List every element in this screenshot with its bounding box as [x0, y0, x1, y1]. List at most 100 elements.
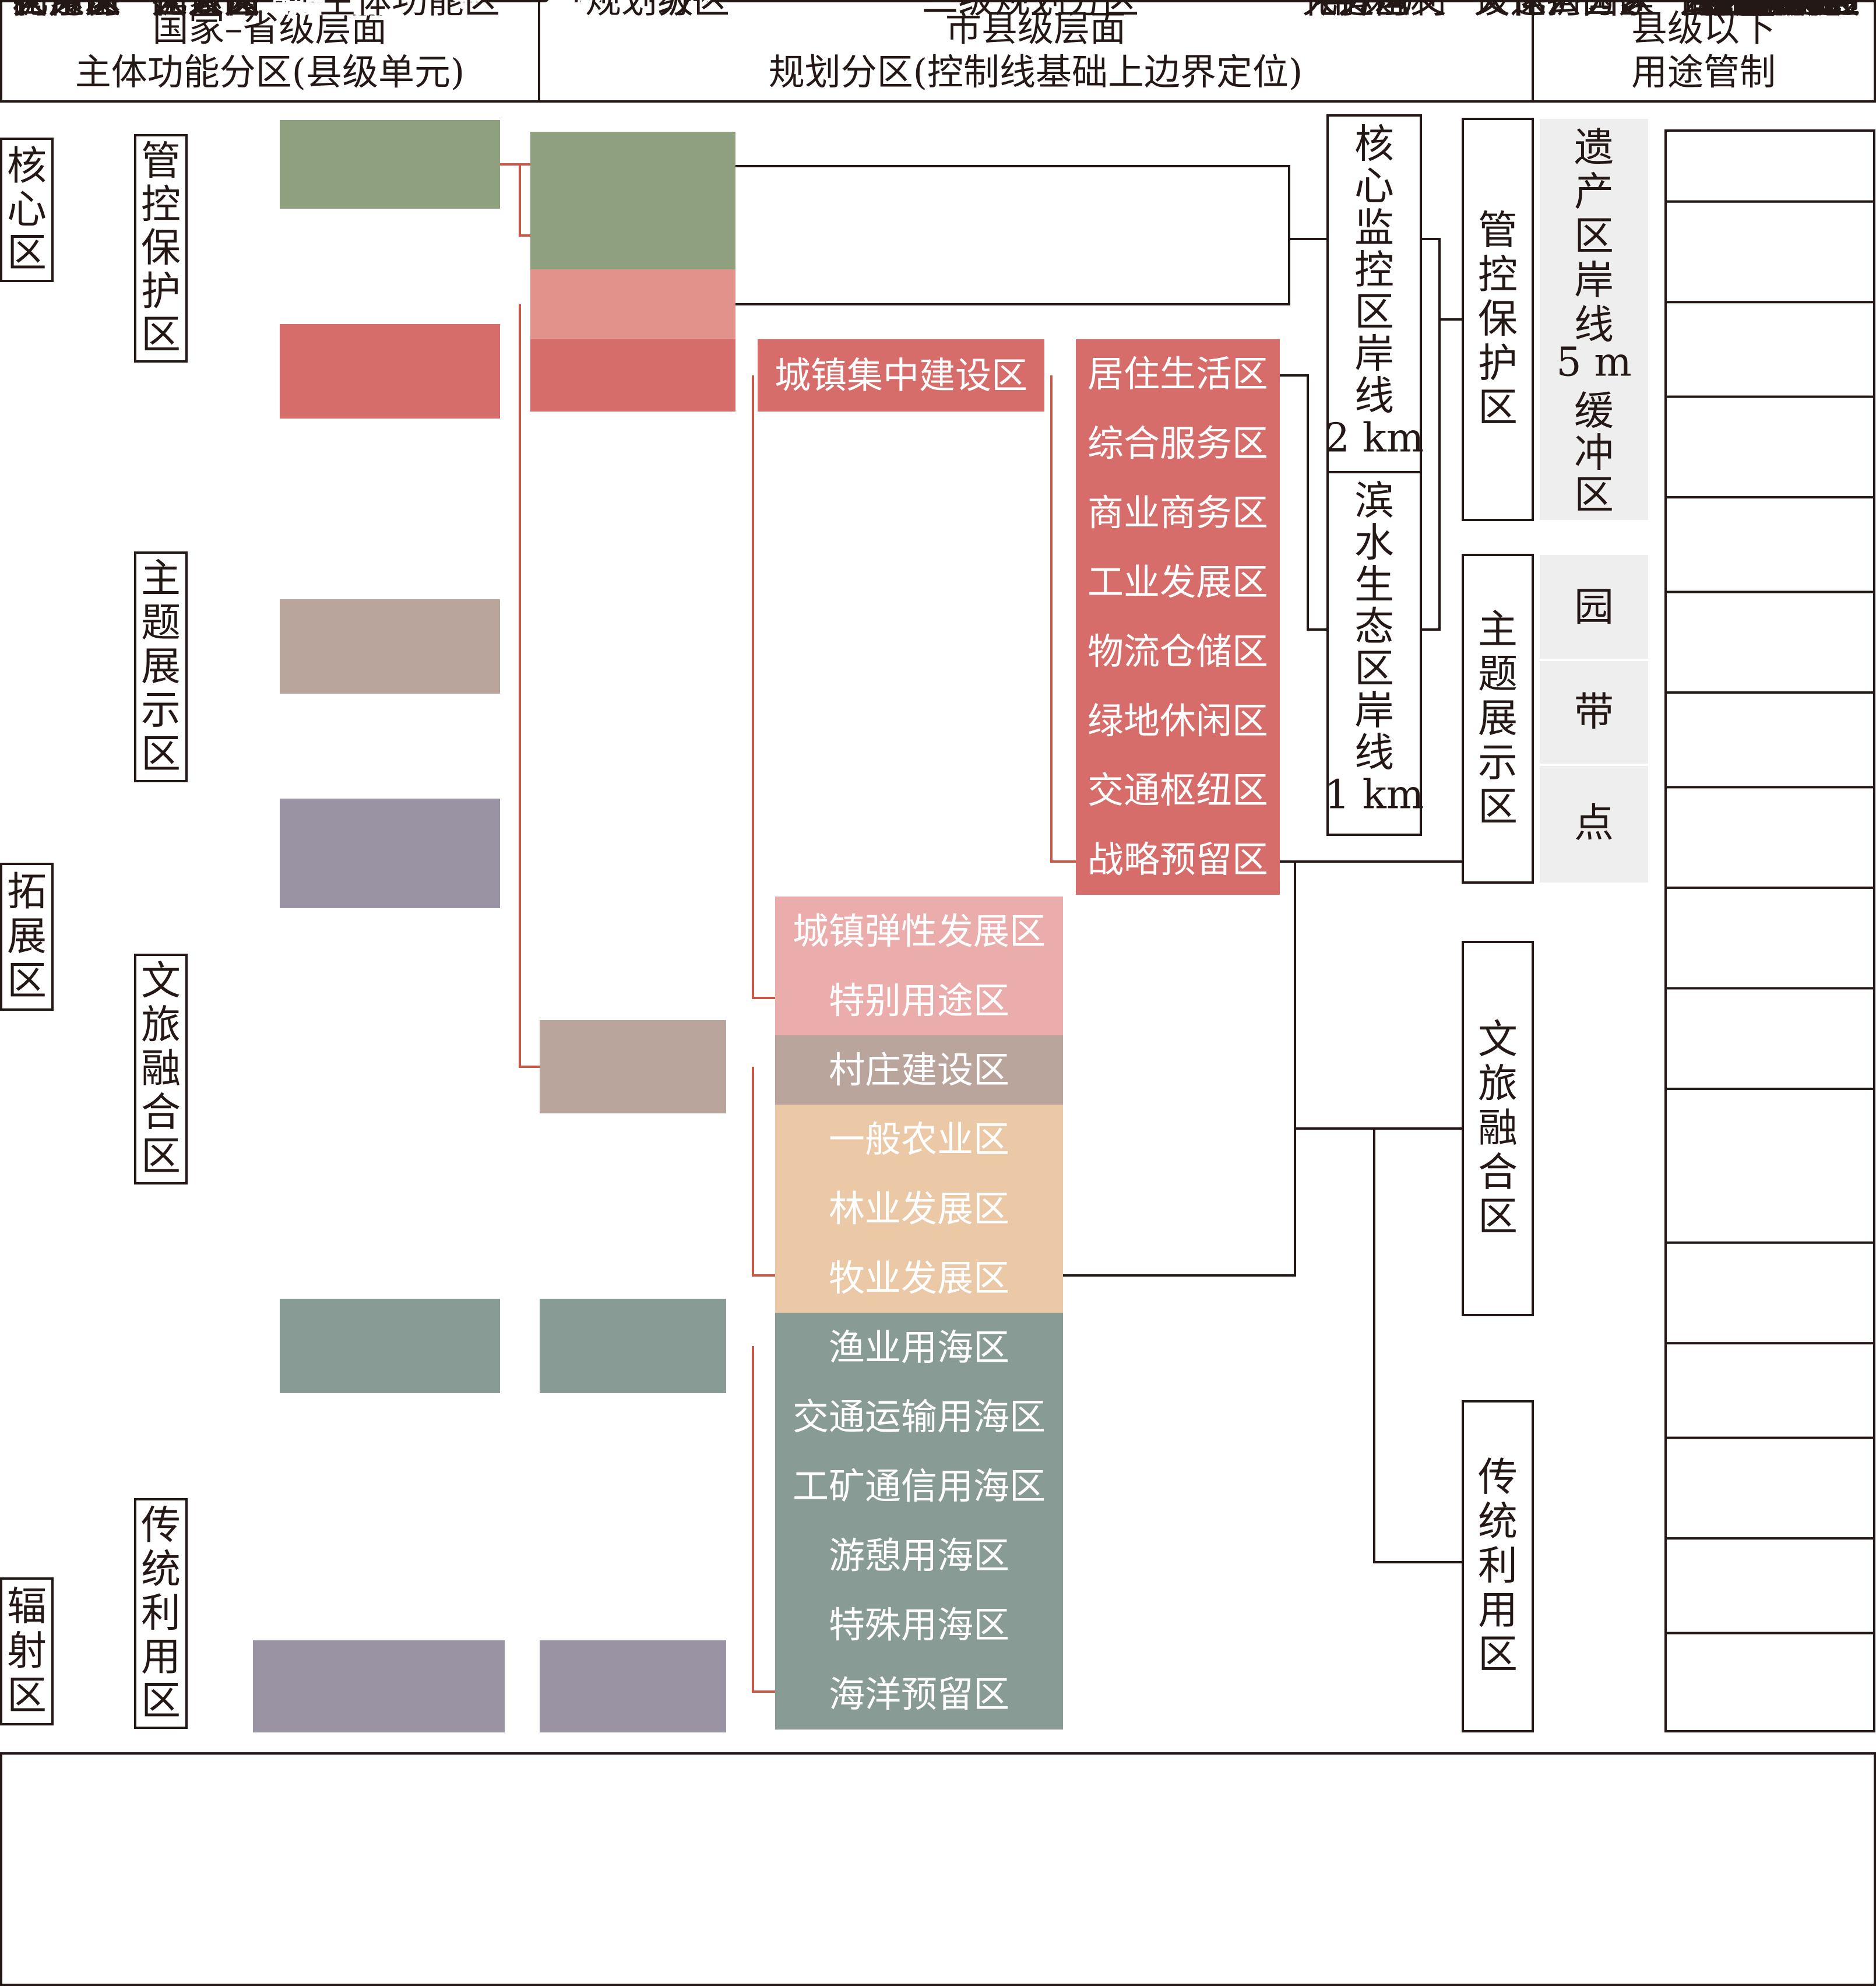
footer.6-line: 设保护分区 — [1474, 0, 1655, 22]
link-park-2-to-main-1 — [186, 371, 280, 1068]
trunk-town-dev-to-special — [752, 375, 775, 999]
central-subzone — [1076, 617, 1280, 687]
footer.5-line: 分区 — [1338, 0, 1410, 22]
footer.1-line: 护分区 — [152, 0, 260, 22]
canal-zone-core-label-char: 心 — [7, 187, 47, 233]
trunk-to-rural — [519, 304, 540, 1068]
land-use-cell — [1664, 1537, 1875, 1635]
link-park-0-to-main-3 — [186, 207, 280, 853]
link-subzones-to-waterfront — [1280, 374, 1328, 631]
link-park-3-to-main-1 — [186, 371, 280, 1653]
park-zone-culture_tourism-label-char: 旅 — [141, 1002, 181, 1048]
heritage-zone-char: 生 — [1354, 563, 1394, 609]
park-zone-theme-label-char: 主 — [141, 556, 181, 602]
level2-zone — [775, 1382, 1063, 1452]
central-subzone — [1076, 825, 1280, 895]
header-col3-line2: 用途管制 — [1631, 51, 1776, 93]
footer.1-line: 大运河 — [152, 0, 260, 22]
level1-zone-town_dev — [530, 339, 735, 412]
heritage-buffer-char: 遗 — [1574, 125, 1614, 171]
land-use-cell — [1664, 1632, 1875, 1732]
park-zone-right-char: 合 — [1478, 1150, 1518, 1196]
park-zone-culture_tourism-label-char: 区 — [141, 1134, 181, 1180]
main_function_zones.4.lines-line: 边境地区 — [318, 0, 462, 22]
level2-zone-label: 海洋预留区 — [829, 1673, 1009, 1716]
canal-zone-core-label: 核心区 — [7, 143, 47, 276]
footer.6-line: 文化公园建 — [1474, 0, 1655, 22]
land_uses.13-line: 用地 — [1734, 0, 1806, 22]
footer.1-line: 建设保 — [152, 0, 260, 22]
town-central-construction-label: 城镇集中建设区 — [775, 354, 1027, 397]
land-use-cell — [1664, 395, 1875, 499]
heritage-zone-char: 线 — [1354, 374, 1394, 420]
park-zone-right-2 — [1462, 941, 1534, 1316]
canal-zone-core-label-char: 区 — [7, 230, 47, 276]
canal-zone-radiation-label-char: 区 — [7, 1673, 47, 1719]
link-heritage-to-park-control — [1421, 238, 1463, 321]
footer.0-line: 国家文 — [12, 0, 121, 22]
footer.4-line: 二级规划分区 — [922, 0, 1139, 22]
level2-zone — [775, 1451, 1063, 1521]
town-central-construction — [758, 339, 1044, 412]
park-zone-traditional — [134, 1498, 188, 1729]
central-subzone — [1076, 339, 1280, 409]
park-zone-culture_tourism-label-char: 文 — [141, 958, 181, 1004]
land-use-cell — [1664, 987, 1875, 1090]
land_uses.4-line: 居住用地 — [1698, 0, 1842, 22]
footer.2-line: 主体功能区 — [319, 0, 500, 22]
heritage-zone-char: 岸 — [1354, 332, 1394, 378]
heritage-zone-char: 岸 — [1354, 688, 1394, 734]
park-zone-control-label-char: 护 — [141, 269, 181, 315]
land_uses.12-line: 预留用地 — [1698, 0, 1842, 22]
land_uses.15-line: 用地 — [1734, 0, 1806, 22]
canal-zone-radiation-label-char: 射 — [7, 1629, 47, 1675]
level1-zone-eco_control — [530, 201, 735, 269]
park-zone-culture_tourism — [134, 954, 188, 1184]
land-use-cell — [1664, 1342, 1875, 1439]
link-park-0-to-main-2 — [186, 207, 280, 646]
level1-zone-farm_protect — [530, 269, 735, 339]
land_uses.10-line: 公共服务设 — [1680, 0, 1860, 22]
land_uses.10-line: 公共管理与 — [1680, 0, 1860, 22]
header-col1-line1: 国家–省级层面 — [152, 7, 387, 50]
footer.7-line: 规划用途 — [1698, 0, 1842, 22]
land_uses.8-line: 设施用地 — [1698, 0, 1842, 22]
level2-zone-label: 工矿通信用海区 — [793, 1465, 1046, 1507]
land_uses.11-line: 场用地 — [1716, 0, 1824, 22]
heritage-buffer-char: 冲 — [1574, 431, 1614, 477]
central-subzone-label: 商业商务区 — [1087, 491, 1268, 534]
footer.0-line: 化传承 — [12, 0, 121, 22]
level2-zone — [775, 966, 1063, 1036]
level2-zone — [775, 1521, 1063, 1591]
land-use-cell — [1664, 590, 1875, 694]
footer.0-line: 大运河 — [12, 0, 121, 22]
level2-zone-label: 牧业发展区 — [829, 1257, 1009, 1299]
link-park-1-to-main-3 — [186, 667, 280, 853]
land_uses.9-line: 用地 — [1734, 0, 1806, 22]
level2-zone — [775, 1035, 1063, 1105]
header-col2-line1: 市县级层面 — [945, 7, 1126, 50]
park-zone-right-3 — [1462, 1400, 1534, 1732]
park-zone-traditional-label-char: 区 — [141, 1678, 181, 1724]
land_uses.7-line: 物流仓储 — [1698, 0, 1842, 22]
canal-zone-expansion-label-char: 拓 — [7, 869, 47, 915]
heritage-zone-char: 滨 — [1354, 479, 1394, 525]
heritage-zone-distance: 2 km — [1325, 416, 1424, 462]
level2-zone — [775, 1243, 1063, 1313]
main-function-zone-urban — [280, 324, 500, 419]
park-zone-right-char: 展 — [1478, 696, 1518, 742]
main_function_zones.0.lines-line: 重点生态 — [318, 0, 462, 22]
park-zone-right-char: 文 — [1478, 1017, 1518, 1063]
central-subzone-label: 绿地休闲区 — [1087, 700, 1268, 742]
land_uses.1-line: 水域 — [1734, 0, 1806, 22]
heritage-buffer-panel — [1540, 119, 1648, 520]
level2-zone — [775, 1105, 1063, 1175]
central-subzone — [1076, 478, 1280, 548]
land_uses.13-line: 存量更新 — [1698, 0, 1842, 22]
heritage-buffer-char: 缓 — [1574, 389, 1614, 435]
footer-frame — [0, 1752, 1876, 1986]
